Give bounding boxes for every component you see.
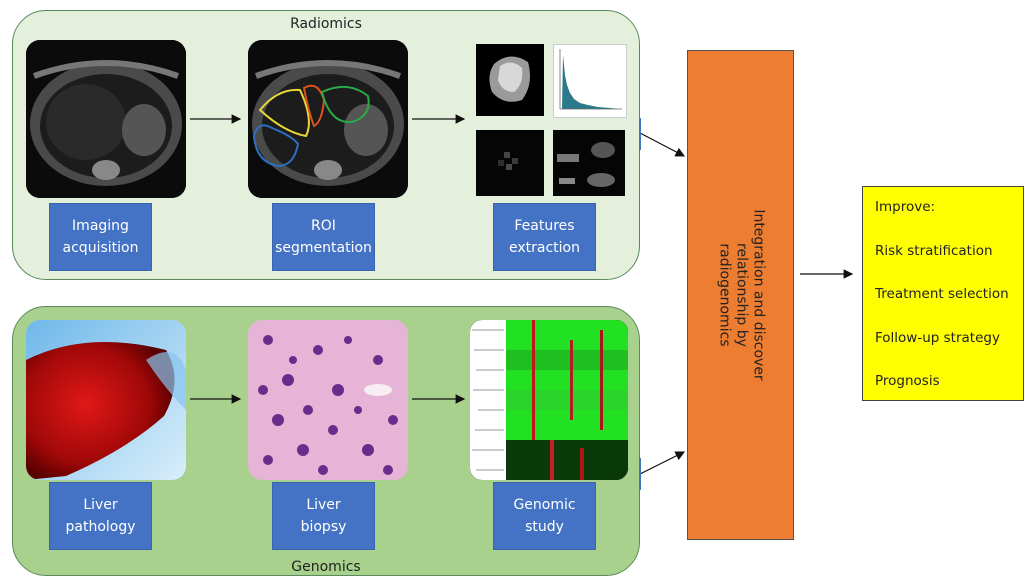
step-label-line1: ROI bbox=[311, 218, 336, 234]
step-label-line2: biopsy bbox=[300, 519, 347, 535]
improve-item-risk: Risk stratification bbox=[875, 242, 993, 259]
integration-box: Integration and discover relationship by… bbox=[687, 50, 794, 540]
step-label-line2: extraction bbox=[509, 240, 580, 256]
improve-item-followup: Follow-up strategy bbox=[875, 329, 1000, 346]
tumor-crop-image bbox=[476, 44, 544, 116]
improve-item-treatment: Treatment selection bbox=[875, 286, 1009, 302]
integration-line3: radiogenomics bbox=[716, 243, 732, 347]
arrow-radiomics-to-integration bbox=[639, 132, 686, 157]
features-extraction-box: Features extraction bbox=[493, 203, 596, 271]
liver-pathology-image bbox=[26, 320, 186, 480]
roi-segmentation-box: ROI segmentation bbox=[272, 203, 375, 271]
step-label-line2: acquisition bbox=[62, 240, 139, 256]
integration-line2: relationship by bbox=[733, 243, 749, 347]
step-label-line1: Genomic bbox=[513, 497, 576, 513]
wavelet-map-image bbox=[553, 130, 625, 196]
histogram-image bbox=[553, 44, 627, 118]
step-label-line1: Liver bbox=[306, 497, 341, 513]
improve-item-prognosis: Prognosis bbox=[875, 373, 940, 389]
step-label-line2: pathology bbox=[65, 519, 136, 535]
mri-scan-image bbox=[26, 40, 186, 198]
step-label-line1: Imaging bbox=[72, 218, 129, 234]
arrow-genomics-to-integration bbox=[639, 451, 686, 475]
genomic-study-box: Genomic study bbox=[493, 482, 596, 550]
genomic-heatmap-image bbox=[470, 320, 628, 480]
step-label-line2: study bbox=[525, 519, 564, 535]
step-label-line1: Liver bbox=[83, 497, 118, 513]
improve-box: Improve: Risk stratification Treatment s… bbox=[862, 186, 1024, 401]
step-label-line2: segmentation bbox=[275, 240, 372, 256]
integration-text: Integration and discover relationship by… bbox=[715, 75, 766, 515]
radiomics-title: Radiomics bbox=[290, 16, 362, 32]
roi-segmentation-image bbox=[248, 40, 408, 198]
liver-biopsy-box: Liver biopsy bbox=[272, 482, 375, 550]
liver-biopsy-image bbox=[248, 320, 408, 480]
step-label-line1: Features bbox=[514, 218, 575, 234]
integration-line1: Integration and discover bbox=[750, 209, 766, 381]
genomics-title: Genomics bbox=[291, 559, 361, 575]
imaging-acquisition-box: Imaging acquisition bbox=[49, 203, 152, 271]
texture-map-image bbox=[476, 130, 544, 196]
liver-pathology-box: Liver pathology bbox=[49, 482, 152, 550]
improve-heading: Improve: bbox=[875, 199, 936, 215]
